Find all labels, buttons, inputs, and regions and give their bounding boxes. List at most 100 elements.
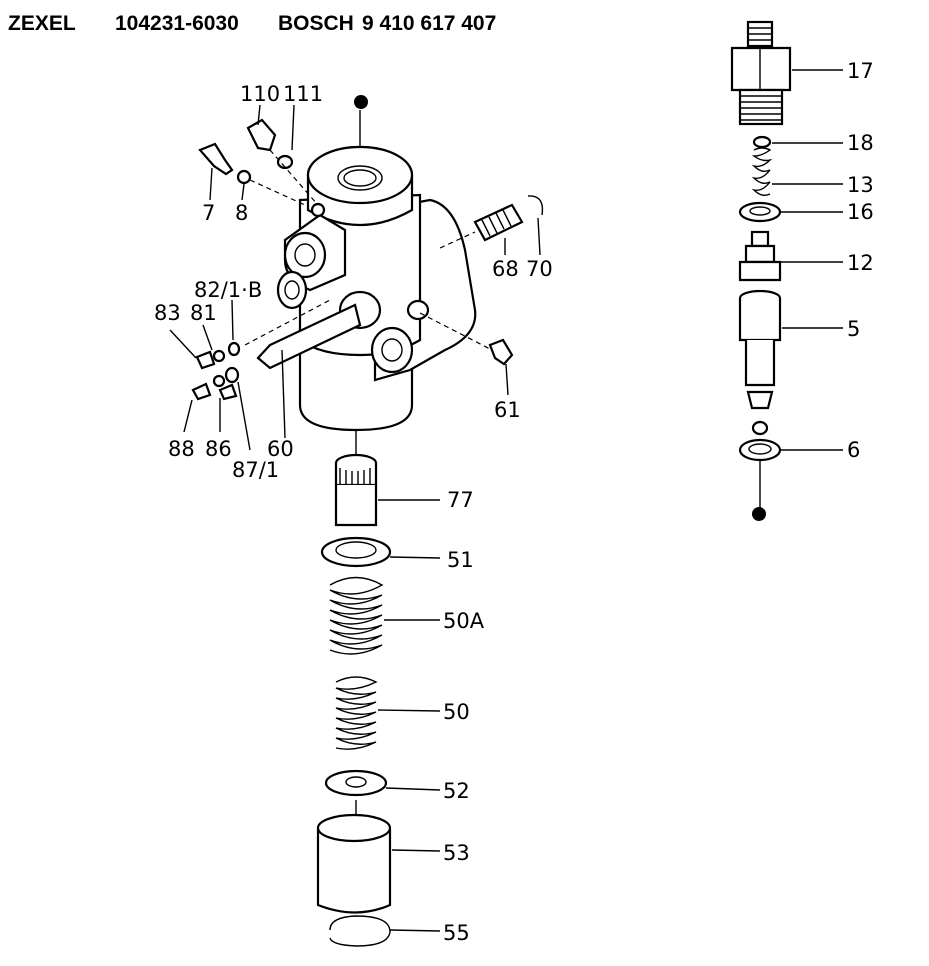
spring-13-coils bbox=[751, 147, 773, 197]
washer-8-shape bbox=[236, 169, 252, 185]
washer-6 bbox=[738, 438, 843, 462]
spring-13 bbox=[751, 147, 843, 197]
zexel-part-number: 104231-6030 bbox=[115, 12, 239, 35]
leader-52 bbox=[385, 787, 441, 791]
snap-ring-55 bbox=[329, 915, 441, 947]
leader-61 bbox=[505, 363, 509, 396]
sleeve-77 bbox=[334, 453, 440, 527]
label-83: 83 bbox=[154, 301, 181, 325]
nozzle-5 bbox=[738, 289, 843, 436]
washer-16-outer bbox=[738, 201, 782, 223]
leader-110 bbox=[257, 104, 261, 126]
label-110: 110 bbox=[240, 82, 280, 106]
spacer-12 bbox=[738, 230, 843, 282]
spacer-12-mid bbox=[744, 244, 776, 264]
label-50: 50 bbox=[443, 700, 470, 724]
screw-88 bbox=[191, 382, 212, 401]
holder-17-lower-thread bbox=[738, 88, 784, 126]
label-16: 16 bbox=[847, 200, 874, 224]
label-8: 8 bbox=[235, 201, 248, 225]
spring-50a bbox=[329, 576, 440, 655]
holder-17-thread-lines bbox=[748, 27, 772, 41]
leader-70 bbox=[537, 217, 541, 256]
spring-68-coils bbox=[481, 209, 512, 237]
sleeve-77-body bbox=[334, 485, 378, 527]
label-86: 86 bbox=[205, 437, 232, 461]
label-53: 53 bbox=[443, 841, 470, 865]
label-88: 88 bbox=[168, 437, 195, 461]
shim-18-shape bbox=[752, 135, 772, 149]
washer-52-outer bbox=[324, 769, 388, 797]
nozzle-5-tip bbox=[746, 390, 774, 410]
nozzle-5-shank bbox=[744, 340, 776, 387]
lever-dash-line bbox=[244, 299, 331, 346]
leader-7 bbox=[209, 167, 213, 201]
screw-7 bbox=[198, 142, 234, 201]
pump-body bbox=[276, 145, 477, 432]
reference-dot-top bbox=[354, 95, 368, 109]
washer-52-inner bbox=[345, 776, 367, 788]
spacer-12-top bbox=[750, 230, 770, 248]
cup-53-rim bbox=[316, 813, 392, 843]
washer-51-inner bbox=[335, 541, 377, 559]
label-51: 51 bbox=[447, 548, 474, 572]
washer-82 bbox=[227, 341, 241, 357]
part-labels: 110 111 7 8 68 70 82/1·B 83 81 61 88 86 … bbox=[154, 59, 874, 945]
label-77: 77 bbox=[447, 488, 474, 512]
washer-8 bbox=[236, 169, 306, 206]
nozzle-5-needle bbox=[751, 420, 769, 436]
bosch-part-number: 9 410 617 407 bbox=[362, 12, 496, 35]
header: ZEXEL 104231-6030 BOSCH 9 410 617 407 bbox=[8, 12, 496, 35]
dash-68 bbox=[439, 231, 476, 249]
leader-8 bbox=[241, 183, 245, 201]
label-17: 17 bbox=[847, 59, 874, 83]
leader-88 bbox=[183, 399, 193, 433]
nut-86 bbox=[218, 383, 238, 401]
label-111: 111 bbox=[283, 82, 323, 106]
body-screw-hole bbox=[310, 202, 326, 218]
label-87: 87/1 bbox=[232, 458, 279, 482]
label-68: 68 bbox=[492, 257, 519, 281]
left-side-port bbox=[276, 270, 308, 310]
label-13: 13 bbox=[847, 173, 874, 197]
holder-17-lower-thread-lines bbox=[740, 95, 782, 121]
label-81: 81 bbox=[190, 301, 217, 325]
holder-17 bbox=[730, 20, 843, 126]
right-lower-port-bore bbox=[381, 338, 403, 362]
washer-16-inner bbox=[749, 206, 771, 216]
washer-52 bbox=[324, 769, 441, 797]
reference-dot-nozzle bbox=[752, 507, 766, 521]
label-60: 60 bbox=[267, 437, 294, 461]
lever-arm bbox=[256, 303, 362, 370]
dash-8 bbox=[249, 179, 306, 206]
top-boss-face bbox=[306, 145, 414, 205]
washer-16 bbox=[738, 201, 843, 223]
left-side-port-bore bbox=[284, 280, 300, 300]
washer-81 bbox=[212, 349, 226, 363]
right-lower-port bbox=[370, 326, 414, 374]
leader-51 bbox=[389, 556, 441, 559]
spring-68 bbox=[439, 203, 524, 255]
label-5: 5 bbox=[847, 317, 860, 341]
leader-87 bbox=[237, 381, 251, 451]
sleeve-77-teeth bbox=[339, 468, 371, 485]
washer-87 bbox=[224, 366, 240, 384]
label-50a: 50A bbox=[443, 609, 485, 633]
label-12: 12 bbox=[847, 251, 874, 275]
screw-61-shape bbox=[488, 338, 514, 366]
spring-50-coils bbox=[335, 676, 378, 750]
label-61: 61 bbox=[494, 398, 521, 422]
leader-53 bbox=[391, 849, 441, 852]
washer-86 bbox=[212, 374, 226, 388]
leader-60 bbox=[281, 349, 286, 439]
screw-83 bbox=[195, 350, 216, 370]
bolt-110 bbox=[246, 118, 277, 152]
fitting-110 bbox=[246, 104, 277, 152]
cup-53-body bbox=[316, 828, 392, 914]
washer-6-outer bbox=[738, 438, 782, 462]
washer-6-inner bbox=[748, 443, 772, 455]
washer-111-shape bbox=[276, 154, 294, 170]
clip-70-shape bbox=[527, 195, 544, 216]
dash-111 bbox=[269, 149, 319, 206]
